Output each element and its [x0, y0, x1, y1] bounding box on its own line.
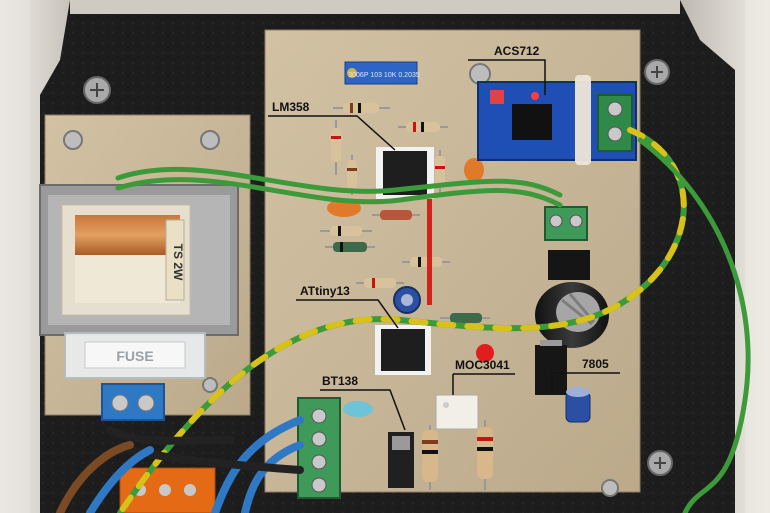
resistor — [398, 122, 448, 132]
bt138-triac — [388, 432, 414, 488]
small-electrolytic-capacitor — [565, 387, 591, 423]
moc3041-optocoupler — [435, 394, 479, 430]
resistor — [325, 242, 375, 252]
resistor — [333, 103, 390, 113]
resistor — [440, 313, 490, 323]
resistor — [477, 420, 493, 490]
annotation-lines — [268, 59, 620, 431]
resistors — [320, 103, 493, 490]
case-wall-top — [70, 0, 680, 14]
label-attiny13: ATtiny13 — [300, 284, 350, 298]
fuse-holder: FUSE — [64, 332, 206, 379]
transformer: TS 2W — [39, 184, 239, 336]
small-electrolytic-capacitor — [393, 286, 421, 314]
trimmer-potentiometer: 3006P 103 10K 0.2035 — [344, 61, 420, 85]
screw-icon — [644, 59, 670, 85]
resistor — [347, 155, 357, 195]
ceramic-capacitor — [343, 401, 373, 417]
label-7805: 7805 — [582, 357, 609, 371]
trimmer-marking: 3006P 103 10K 0.2035 — [348, 72, 420, 79]
ceramic-capacitor — [464, 158, 484, 182]
jumper-wire — [427, 190, 432, 305]
case-wall-left — [0, 0, 70, 513]
load-terminal-block — [297, 397, 341, 499]
label-lm358: LM358 — [272, 100, 310, 114]
sensor-terminal-block — [544, 206, 588, 241]
transformer-marking: TS 2W — [171, 244, 185, 281]
label-acs712: ACS712 — [494, 44, 540, 58]
label-bt138: BT138 — [322, 374, 358, 388]
fuse-marking: FUSE — [116, 348, 153, 364]
cable-tie — [575, 75, 591, 165]
resistor — [372, 210, 420, 220]
bridge-rectifier — [548, 250, 590, 280]
resistor — [402, 257, 450, 267]
acs712-sensor-board — [477, 75, 637, 165]
resistor — [356, 278, 404, 288]
mains-terminal-block — [101, 383, 165, 421]
resistor — [320, 226, 372, 236]
resistor — [331, 120, 341, 175]
red-led — [476, 344, 494, 362]
screw-icon — [647, 450, 673, 476]
resistor — [422, 425, 438, 490]
screw-icon — [83, 76, 111, 104]
label-moc3041: MOC3041 — [455, 358, 510, 372]
wiring — [56, 127, 751, 513]
attiny13-chip — [375, 325, 431, 375]
voltage-regulator-7805 — [535, 340, 567, 395]
